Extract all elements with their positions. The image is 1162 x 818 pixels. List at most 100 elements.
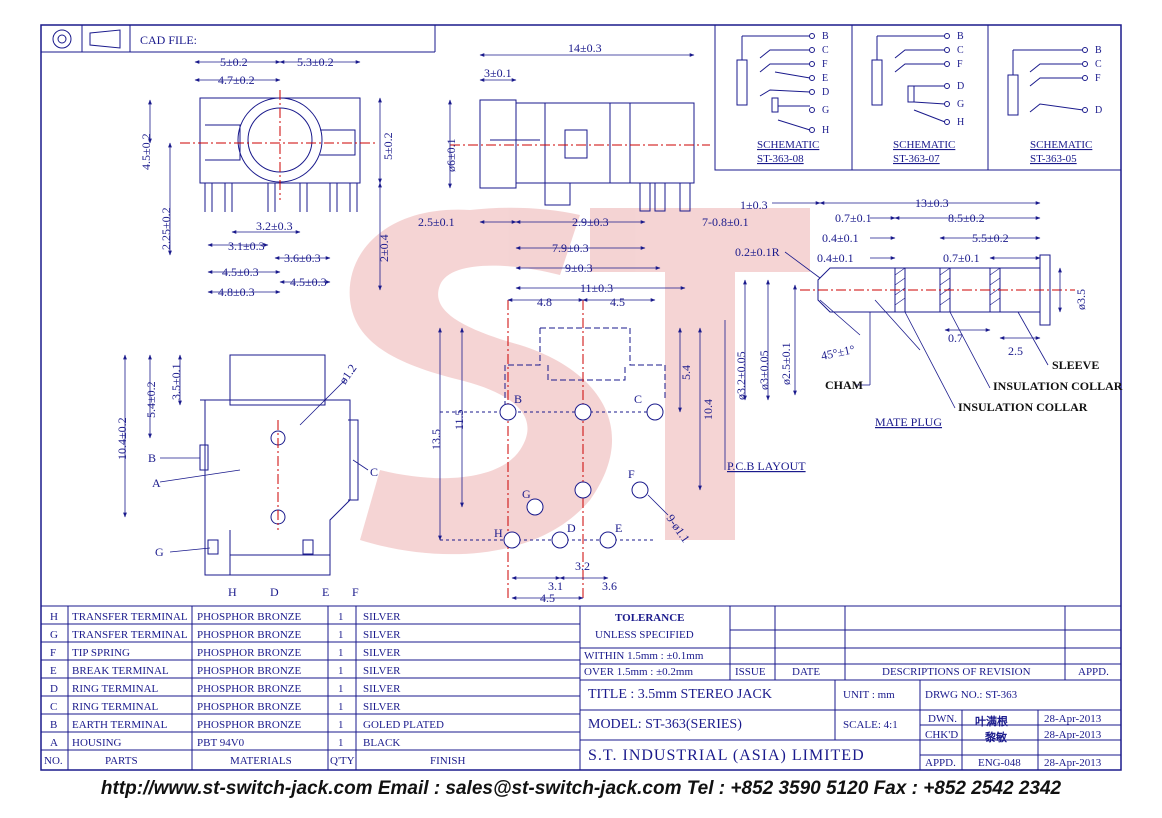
bom-qty: 1: [338, 701, 344, 713]
drawing-unit: UNIT : mm: [843, 689, 895, 701]
sch08-title: SCHEMATIC: [757, 139, 819, 151]
pin-label-c: C: [370, 465, 378, 479]
insulation-collar-1-label: INSULATION COLLAR: [993, 379, 1123, 393]
dim-4-8: 4.8±0.3: [218, 285, 255, 299]
sheet-border: [40, 24, 1122, 771]
dim-2: 2±0.4: [377, 234, 391, 262]
dim-5-v: 5±0.2: [381, 132, 395, 160]
sch05-pin-d: D: [1095, 105, 1102, 116]
pcb-pin-h: H: [494, 526, 503, 540]
top-side-view-dims: [448, 53, 695, 290]
bom-finish: SILVER: [363, 611, 401, 623]
sch05-model: ST-363-05: [1030, 153, 1077, 165]
plug-dim-0-7c: 0.7: [948, 331, 963, 345]
pcb-hole-e: [599, 531, 617, 549]
tolerance-subtitle: UNLESS SPECIFIED: [595, 629, 694, 641]
chkd-date: 28-Apr-2013: [1044, 729, 1102, 741]
side-view-dim-labels: 10.4±0.2 5.4±0.2 3.5±0.1 ø1.2: [115, 361, 360, 460]
bom-finish: GOLED PLATED: [363, 719, 444, 731]
sch08-pin-d: D: [822, 87, 829, 98]
bom-part: TRANSFER TERMINAL: [72, 611, 188, 623]
pcb-dims: [438, 298, 726, 600]
pcb-pin-b: B: [514, 392, 522, 406]
dim-4-7: 4.7±0.2: [218, 73, 255, 87]
dim-7-9: 7.9±0.3: [552, 241, 589, 255]
pin-label-b: B: [148, 451, 156, 465]
bom-no: H: [50, 611, 58, 623]
revision-appd: APPD.: [1078, 666, 1109, 678]
plug-dim-8-5: 8.5±0.2: [948, 211, 985, 225]
dwn-date: 28-Apr-2013: [1044, 713, 1102, 725]
bom-no: G: [50, 629, 58, 641]
plug-dim-d3-2: ø3.2±0.05: [734, 351, 748, 400]
bom-part: EARTH TERMINAL: [72, 719, 168, 731]
bom-material: PHOSPHOR BRONZE: [197, 683, 302, 695]
bom-part: TRANSFER TERMINAL: [72, 629, 188, 641]
sch07-pin-g: G: [957, 99, 964, 110]
drawing-number: DRWG NO.: ST-363: [925, 689, 1018, 701]
contact-footer: http://www.st-switch-jack.com Email : sa…: [100, 778, 1062, 799]
bom-no: C: [50, 701, 58, 713]
dim-14: 14±0.3: [568, 41, 602, 55]
chkd-label: CHK'D: [925, 729, 959, 741]
sch05-pin-f: F: [1095, 73, 1101, 84]
pcb-dim-3-2: 3.2: [575, 559, 590, 573]
bom-finish: SILVER: [363, 647, 401, 659]
bom-header-qty: Q'TY: [330, 755, 355, 767]
pcb-hole-center: [574, 403, 592, 421]
dim-2-5: 2.5±0.1: [418, 215, 455, 229]
insulation-collar-2-label: INSULATION COLLAR: [958, 400, 1088, 414]
pcb-dim-11-5: 11.5: [452, 409, 466, 430]
pin-label-d: D: [270, 585, 279, 599]
bom-material: PBT 94V0: [197, 737, 245, 749]
dim-3-1: 3.1±0.3: [228, 239, 265, 253]
bom-qty: 1: [338, 665, 344, 677]
appd-name: ENG-048: [978, 757, 1021, 769]
sch07-pin-h: H: [957, 117, 964, 128]
dim-11: 11±0.3: [580, 281, 613, 295]
dim-side-10-4: 10.4±0.2: [115, 417, 129, 460]
pcb-dim-5-4: 5.4: [679, 365, 693, 380]
bom-qty: 1: [338, 629, 344, 641]
pcb-pin-labels: B C F G H D E: [494, 392, 642, 540]
front-view-dims: [148, 60, 382, 294]
mate-plug-label: MATE PLUG: [875, 415, 942, 429]
plug-dim-0-7a: 0.7±0.1: [835, 211, 872, 225]
bom-qty: 1: [338, 611, 344, 623]
sch07-pin-c: C: [957, 45, 964, 56]
pcb-layout: [440, 300, 666, 600]
bom-qty: 1: [338, 737, 344, 749]
plug-dim-0-4a: 0.4±0.1: [822, 231, 859, 245]
dim-side-5-4: 5.4±0.2: [144, 381, 158, 418]
pcb-hole-mid: [574, 481, 592, 499]
side-view-dims: [123, 354, 369, 553]
bom-no: F: [50, 647, 57, 659]
sch07-pin-d: D: [957, 81, 964, 92]
pcb-dim-3-6: 3.6: [602, 579, 617, 593]
plug-dim-0-7b: 0.7±0.1: [943, 251, 980, 265]
dim-side-hole: ø1.2: [336, 361, 360, 386]
pcb-dim-13-5: 13.5: [429, 429, 443, 450]
plug-dim-0-2r: 0.2±0.1R: [735, 245, 780, 259]
bom-qty: 1: [338, 647, 344, 659]
sch08-pin-b: B: [822, 31, 829, 42]
plug-dim-d2-5: ø2.5±0.1: [779, 342, 793, 385]
pcb-dim-4-5: 4.5: [610, 295, 625, 309]
pcb-hole-b: [499, 403, 517, 421]
cad-file-label: CAD FILE:: [140, 33, 197, 47]
sch05-pin-b: B: [1095, 45, 1102, 56]
pcb-dim-3-1: 3.1: [548, 579, 563, 593]
drawing-scale: SCALE: 4:1: [843, 719, 898, 731]
plug-dim-5-5: 5.5±0.2: [972, 231, 1009, 245]
bom-grid: [41, 605, 1121, 770]
chkd-name: 黎敏: [985, 731, 1007, 744]
sch08-pin-e: E: [822, 73, 828, 84]
bom-finish: BLACK: [363, 737, 401, 749]
appd-label: APPD.: [925, 757, 956, 769]
schematic-panel: B C F E D G H SCHEMATIC ST-363-08 B C F …: [714, 24, 1122, 171]
pcb-hole-g: [526, 498, 544, 516]
bom-no: D: [50, 683, 58, 695]
pcb-holes: [499, 403, 664, 549]
cham-label: CHAM: [825, 378, 863, 392]
plug-dim-2-5: 2.5: [1008, 344, 1023, 358]
